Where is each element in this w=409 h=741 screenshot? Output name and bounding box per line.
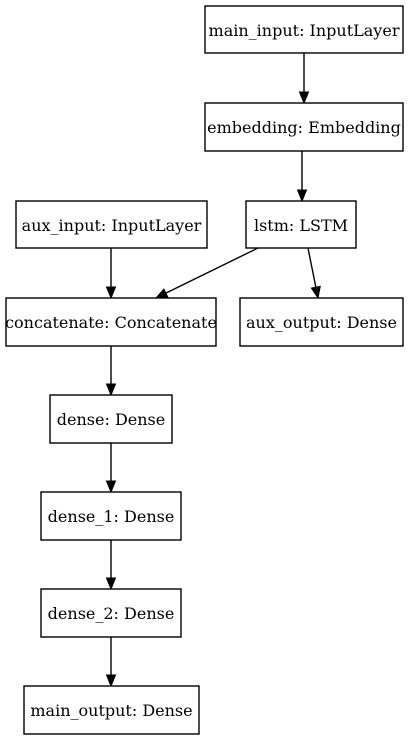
node-dense-1: dense_1: Dense xyxy=(40,491,182,541)
edge-lstm-to-aux_output xyxy=(307,247,321,300)
node-label: embedding: Embedding xyxy=(207,118,401,137)
edge-line xyxy=(165,247,259,294)
node-main-input: main_input: InputLayer xyxy=(204,5,404,54)
edges-layer xyxy=(105,53,321,688)
arrowhead-icon xyxy=(296,189,308,203)
node-label: dense_1: Dense xyxy=(48,507,175,526)
node-embedding: embedding: Embedding xyxy=(204,102,404,152)
arrowhead-icon xyxy=(105,480,117,494)
edge-concatenate-to-dense xyxy=(105,346,117,397)
node-label: dense_2: Dense xyxy=(48,604,175,623)
edge-dense_1-to-dense_2 xyxy=(105,540,117,591)
arrowhead-icon xyxy=(105,674,117,688)
node-main-output: main_output: Dense xyxy=(23,685,200,735)
arrowhead-icon xyxy=(154,288,169,299)
arrowhead-icon xyxy=(105,577,117,591)
node-dense: dense: Dense xyxy=(49,394,173,444)
nodes-layer: main_input: InputLayer embedding: Embedd… xyxy=(5,5,404,735)
node-label: dense: Dense xyxy=(57,410,165,429)
edge-embedding-to-lstm xyxy=(296,151,308,203)
node-label: aux_output: Dense xyxy=(246,313,397,332)
arrowhead-icon xyxy=(105,286,117,300)
arrowhead-icon xyxy=(298,91,310,105)
node-label: main_output: Dense xyxy=(30,701,192,720)
edge-dense_2-to-main_output xyxy=(105,637,117,688)
arrowhead-icon xyxy=(105,383,117,397)
node-label: concatenate: Concatenate xyxy=(5,313,217,332)
edge-aux_input-to-concatenate xyxy=(105,248,117,300)
node-label: lstm: LSTM xyxy=(254,216,348,235)
node-label: main_input: InputLayer xyxy=(209,21,400,40)
arrowhead-icon xyxy=(310,285,321,300)
edge-lstm-to-concatenate xyxy=(154,247,259,299)
node-lstm: lstm: LSTM xyxy=(245,200,357,249)
node-label: aux_input: InputLayer xyxy=(22,216,202,235)
node-aux-output: aux_output: Dense xyxy=(239,297,404,347)
node-dense-2: dense_2: Dense xyxy=(40,588,182,638)
node-concatenate: concatenate: Concatenate xyxy=(5,297,217,347)
edge-main_input-to-embedding xyxy=(298,53,310,105)
edge-line xyxy=(307,247,317,288)
node-aux-input: aux_input: InputLayer xyxy=(15,200,208,249)
edge-dense-to-dense_1 xyxy=(105,443,117,494)
